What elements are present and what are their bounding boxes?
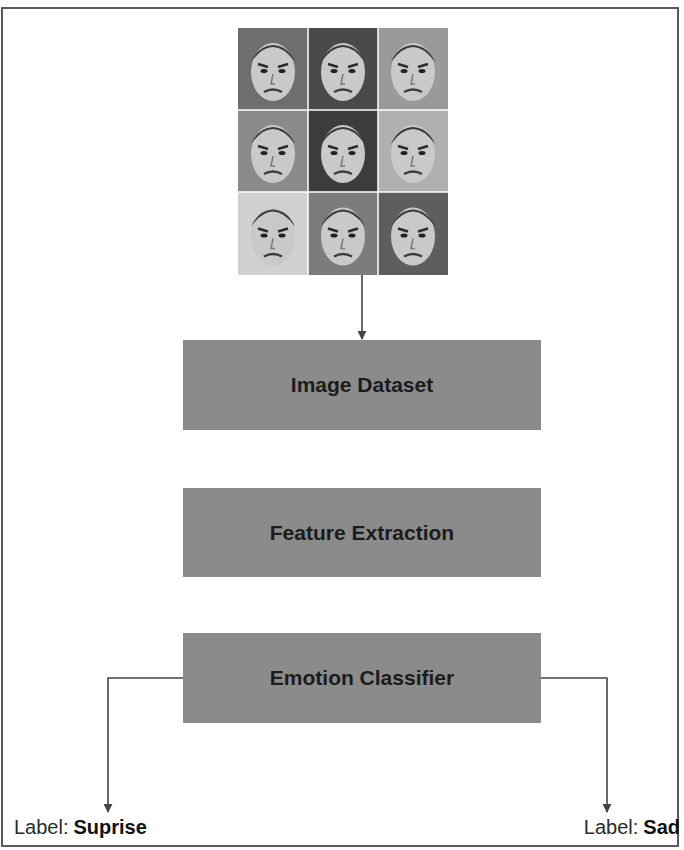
output-label-left: Label:Suprise (14, 816, 147, 839)
face-grid (238, 28, 448, 275)
box-label: Image Dataset (291, 373, 433, 397)
dataset-box: Image Dataset (183, 340, 541, 430)
label-prefix: Label: (14, 816, 69, 838)
page-frame (2, 8, 678, 846)
output-label-right: Label:Sad (584, 816, 680, 839)
output-arrow-left (108, 678, 183, 812)
classifier-box: Emotion Classifier (183, 633, 541, 723)
feature-box: Feature Extraction (183, 488, 541, 577)
emotion-label: Suprise (74, 816, 147, 838)
output-arrow-right (541, 678, 607, 812)
box-label: Emotion Classifier (270, 666, 454, 690)
input-arrow (361, 275, 363, 339)
label-prefix: Label: (584, 816, 639, 838)
box-label: Feature Extraction (270, 521, 454, 545)
emotion-label: Sad (643, 816, 680, 838)
